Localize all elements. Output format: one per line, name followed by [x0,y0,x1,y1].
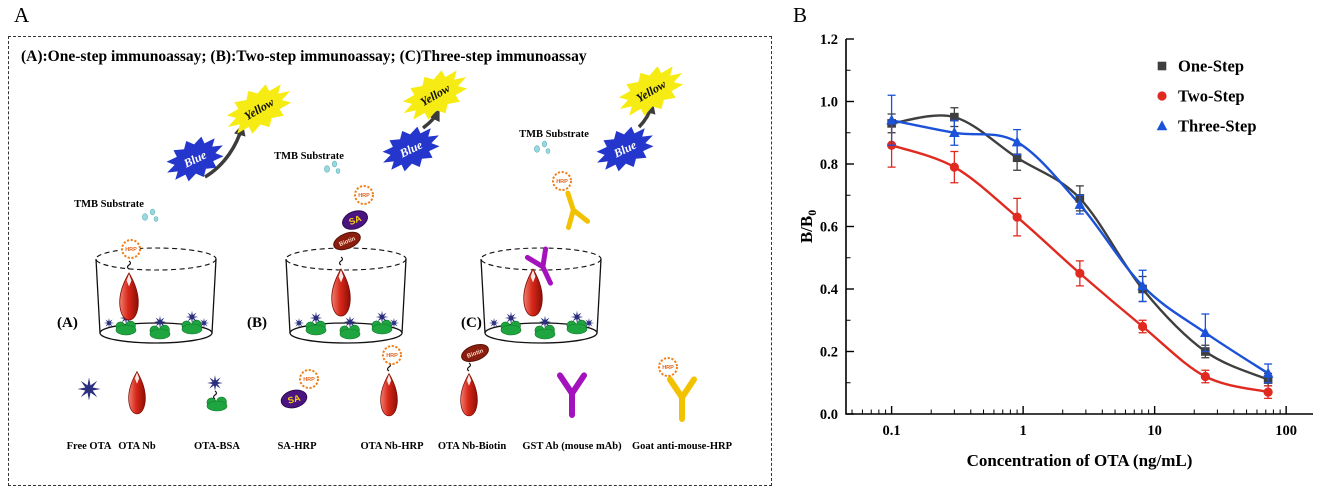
x-tick-label: 1 [1019,423,1026,439]
data-point-two-step-6 [1263,387,1273,397]
ota-nb-icon [380,373,398,417]
reaction-arrow [204,123,246,179]
streptavidin-icon [278,386,310,412]
microwell-a [96,248,216,343]
biotin-icon [330,228,364,254]
x-axis-title: Concentration of OTA (ng/mL) [967,451,1193,470]
free-ota-icon [77,377,101,401]
x-tick-label: 10 [1147,423,1162,439]
tmb-substrate-label: TMB Substrate [519,129,589,140]
legend-marker-three-step [1156,120,1168,131]
fit-curve-one-step [891,114,1269,381]
y-tick-label: 1.2 [820,32,838,48]
data-point-two-step-5 [1200,371,1210,382]
panel-b-label: B [793,3,808,27]
ota-nb-icon [523,268,543,317]
legend-ota-bsa: OTA-BSA [194,441,240,452]
legend-label-one-step: One-Step [1178,57,1244,76]
hrp-icon [552,171,572,191]
legend-free-ota: Free OTA [67,441,112,452]
hrp-icon [658,357,678,377]
fit-curve-three-step [891,119,1269,375]
data-point-two-step-2 [1012,212,1022,222]
legend-marker-one-step [1157,61,1167,71]
yellow-product-burst [609,54,693,128]
biotin-icon [458,340,492,366]
data-point-two-step-4 [1138,321,1148,332]
data-point-one-step-1 [950,112,959,122]
legend-ota-nb: OTA Nb [118,441,156,452]
linker-squiggle-icon [466,362,472,372]
legend-marker-two-step [1157,91,1167,101]
legend-ota-nb-biotin: OTA Nb-Biotin [438,441,507,452]
well-a-label: (A) [57,315,78,331]
linker-squiggle-icon [338,256,344,266]
reaction-arrow [421,108,440,130]
scheme-title: (A):One-step immunoassay; (B):Two-step i… [21,48,587,65]
y-tick-label: 0.6 [820,220,838,236]
data-point-two-step-3 [1075,268,1085,278]
data-point-three-step-3 [1074,198,1086,209]
linker-squiggle-icon [212,390,218,400]
substrate-drops-icon [324,160,341,174]
y-tick-label: 0.8 [820,157,838,173]
y-axis-title: B/B0 [798,210,819,243]
data-point-one-step-2 [1012,153,1022,163]
ota-nb-icon [460,373,478,417]
data-point-three-step-6 [1262,367,1274,378]
scheme-two-step: TMB Substrate [274,58,477,317]
blue-product-burst [588,117,662,181]
data-point-three-step-1 [949,126,960,137]
data-point-two-step-1 [949,162,959,172]
y-tick-label: 1.0 [820,95,838,111]
ota-bsa-icon [206,396,228,412]
yellow-product-burst [217,72,301,146]
y-tick-label: 0.2 [820,345,838,361]
streptavidin-icon [339,206,371,234]
scheme-canvas: HRP SA Biotin Blue Yellow [21,48,733,452]
well-c-label: (C) [461,315,482,331]
substrate-drops-icon [142,208,159,222]
ota-bsa-star-icon [207,375,223,391]
yellow-product-burst [393,58,477,132]
data-point-three-step-2 [1011,136,1023,147]
panel-a-scheme: HRP SA Biotin Blue Yellow [8,36,772,486]
hrp-icon [354,185,374,205]
hrp-icon [382,345,402,365]
blue-product-burst [158,127,232,191]
chart-svg: 0.1 1 10 100 0.0 0.2 0.4 0.6 0.8 1.0 1.2One-StepTw… [797,32,1313,470]
ota-nb-icon [128,371,146,415]
legend-label-two-step: Two-Step [1178,87,1245,106]
legend-sa-hrp: SA-HRP [277,441,317,452]
blue-product-burst [374,117,448,181]
goat-anti-mouse-icon [558,190,587,228]
linker-squiggle-icon [126,260,132,270]
legend-gst-ab: GST Ab (mouse mAb) [522,441,622,452]
gst-antibody-icon [560,375,584,415]
goat-anti-mouse-icon [670,379,694,419]
hrp-icon [121,239,141,259]
substrate-drops-icon [534,140,551,154]
panel-a-label: A [14,3,30,27]
scheme-legend: Free OTA OTA Nb OTA-BSA SA-HRP OTA Nb-HR… [67,340,733,452]
tmb-substrate-label: TMB Substrate [274,151,344,162]
x-tick-label: 0.1 [883,423,901,439]
scheme-one-step: TMB Substrate [74,72,301,321]
x-tick-label: 100 [1275,423,1297,439]
ota-nb-icon [331,268,351,317]
well-b-label: (B) [247,315,267,331]
y-tick-label: 0.0 [820,407,838,423]
hrp-icon [299,369,319,389]
legend-goat-anti-mouse-hrp: Goat anti-mouse-HRP [632,441,733,452]
data-point-three-step-5 [1200,326,1211,337]
y-tick-label: 0.4 [820,282,838,298]
legend-label-three-step: Three-Step [1178,117,1257,136]
data-point-three-step-0 [886,114,897,125]
ota-nb-icon [119,272,139,321]
data-point-three-step-4 [1137,280,1148,291]
scheme-three-step: TMB Substrate [519,54,693,317]
legend-ota-nb-hrp: OTA Nb-HRP [360,441,424,452]
tmb-substrate-label: TMB Substrate [74,199,144,210]
